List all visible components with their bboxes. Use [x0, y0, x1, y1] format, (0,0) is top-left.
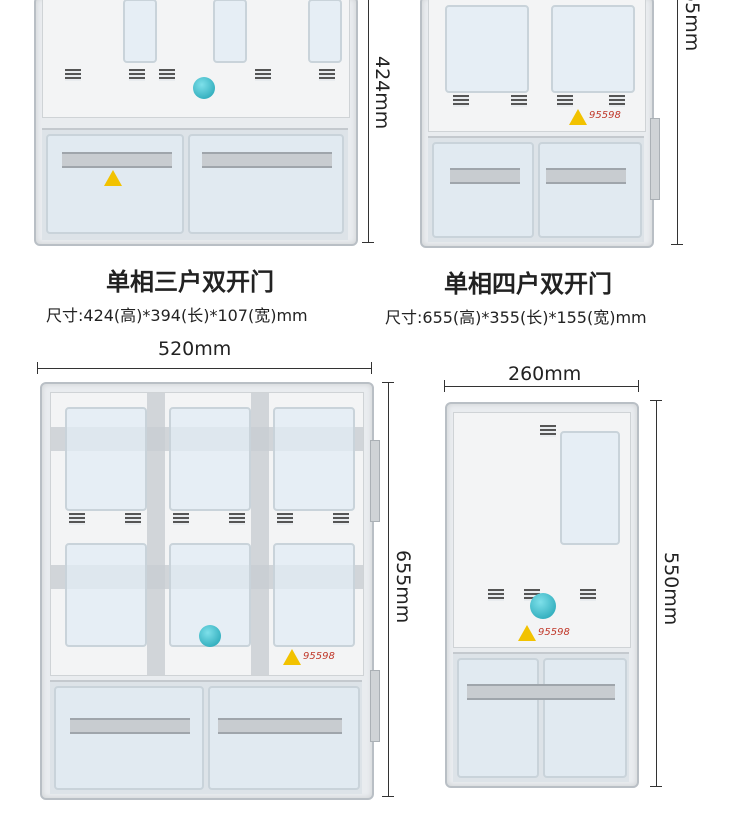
seal-knob: [199, 625, 221, 647]
door-window-left: [457, 658, 539, 778]
upper-compartment: [42, 0, 350, 118]
din-rail: [467, 684, 615, 700]
vent: [69, 513, 85, 525]
vent: [319, 69, 335, 81]
dimension-line-height: [388, 382, 389, 796]
door-window-right: [543, 658, 627, 778]
din-rail: [450, 168, 520, 184]
meter-window: [273, 543, 355, 647]
width-label: 260mm: [508, 363, 582, 385]
height-label: 655mm: [392, 550, 414, 624]
door-window-left: [54, 686, 204, 790]
dimension-tick: [382, 382, 394, 383]
vent: [125, 513, 141, 525]
warning-icon: [283, 649, 301, 665]
meter-window: [169, 407, 251, 511]
dimension-tick: [37, 362, 38, 374]
height-label: 550mm: [660, 552, 682, 626]
meter-window: [123, 0, 157, 63]
vent: [580, 589, 596, 601]
vent: [173, 513, 189, 525]
dimension-line-height: [368, 0, 369, 242]
dimension-tick: [371, 362, 372, 374]
dimension-tick: [650, 400, 662, 401]
meter-window: [273, 407, 355, 511]
product-title: 单相四户双开门: [444, 270, 612, 298]
lower-compartment: [42, 128, 348, 240]
meter-window: [308, 0, 342, 63]
dimension-line-width: [37, 368, 371, 369]
vent: [511, 95, 527, 107]
vertical-band: [147, 393, 165, 675]
din-rail: [70, 718, 190, 734]
lower-compartment: [453, 652, 629, 782]
vent: [255, 69, 271, 81]
width-label: 520mm: [158, 338, 232, 360]
door-window-right: [538, 142, 642, 238]
height-label: 424mm: [371, 56, 393, 130]
upper-compartment: 95598: [428, 0, 646, 132]
vent: [277, 513, 293, 525]
vent: [557, 95, 573, 107]
vertical-band: [251, 393, 269, 675]
product-title: 单相三户双开门: [106, 268, 274, 296]
sticker-95598: 95598: [589, 110, 621, 121]
lower-compartment: [50, 680, 362, 794]
meter-window: [213, 0, 247, 63]
dimension-line-width: [444, 386, 638, 387]
dimension-tick: [638, 380, 639, 392]
seal-knob: [193, 77, 215, 99]
seal-knob: [530, 593, 556, 619]
din-rail: [62, 152, 172, 168]
upper-compartment: 95598: [453, 412, 631, 648]
meter-box-three-household: [34, 0, 358, 246]
dimension-tick: [444, 380, 445, 392]
dimension-line-height: [677, 0, 678, 244]
meter-window: [551, 5, 635, 93]
upper-compartment: 95598: [50, 392, 364, 676]
vent: [65, 69, 81, 81]
meter-box-single-household: 95598: [445, 402, 639, 788]
dimension-tick: [671, 244, 683, 245]
vent: [159, 69, 175, 81]
side-hinge: [370, 440, 380, 522]
meter-window: [65, 407, 147, 511]
sticker-95598: 95598: [303, 651, 335, 662]
din-rail: [202, 152, 332, 168]
lower-compartment: [428, 136, 644, 242]
meter-window: [445, 5, 529, 93]
dimension-tick: [650, 786, 662, 787]
din-rail: [218, 718, 342, 734]
warning-icon: [104, 170, 122, 186]
warning-icon: [518, 625, 536, 641]
door-window-right: [188, 134, 344, 234]
sticker-95598: 95598: [538, 627, 570, 638]
meter-window: [560, 431, 620, 545]
product-spec: 尺寸:655(高)*355(长)*155(宽)mm: [385, 308, 647, 327]
dimension-line-height: [656, 400, 657, 786]
vent: [453, 95, 469, 107]
meter-window: [65, 543, 147, 647]
vent: [333, 513, 349, 525]
din-rail: [546, 168, 626, 184]
vent: [488, 589, 504, 601]
vent: [229, 513, 245, 525]
side-hinge: [650, 118, 660, 200]
side-hinge: [370, 670, 380, 742]
vent: [129, 69, 145, 81]
warning-icon: [569, 109, 587, 125]
vent: [540, 425, 556, 437]
dimension-tick: [362, 242, 374, 243]
door-window-right: [208, 686, 360, 790]
height-label: 655mm: [681, 0, 703, 52]
door-window-left: [432, 142, 534, 238]
vent: [609, 95, 625, 107]
product-spec: 尺寸:424(高)*394(长)*107(宽)mm: [46, 306, 308, 325]
dimension-tick: [382, 796, 394, 797]
meter-box-four-household: 95598: [420, 0, 654, 248]
meter-box-six-household: 95598: [40, 382, 374, 800]
